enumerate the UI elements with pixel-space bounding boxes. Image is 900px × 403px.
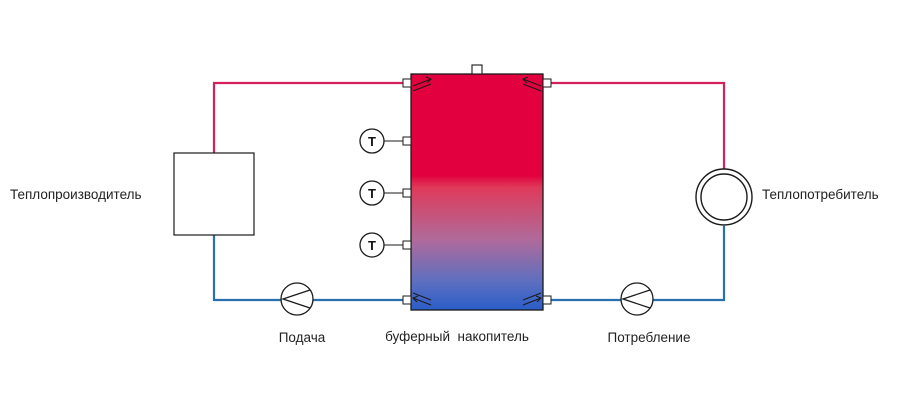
sensor-nozzle-1 (402, 136, 412, 146)
sensor-nozzle-2 (402, 188, 412, 198)
tank-air-vent (471, 64, 483, 75)
hot-pipe-left (212, 81, 404, 153)
tank-nozzle-top-left (402, 78, 412, 88)
heat-producer-label: Теплопроизводитель (10, 187, 142, 202)
cold-pipe-right (550, 226, 726, 302)
flow-marks-top-left (412, 76, 432, 92)
sensor-symbol: T (368, 186, 376, 201)
supply-pump-label: Подача (279, 330, 326, 345)
heat-producer-box (173, 152, 255, 236)
temperature-sensor-icon (359, 180, 385, 206)
flow-marks-bottom-left (412, 292, 432, 306)
flow-marks-top-right (522, 76, 542, 92)
temperature-sensor-icon (359, 232, 385, 258)
sensor-symbol: T (368, 134, 376, 149)
heat-consumer (695, 168, 753, 226)
temperature-sensor-2: T (359, 180, 403, 206)
temperature-sensor-3: T (359, 232, 403, 258)
buffer-tank-label: буферный накопитель (385, 329, 529, 344)
tank-nozzle-bottom-right (542, 295, 552, 305)
consumption-pump-label: Потребление (608, 330, 691, 345)
hot-pipe-right (550, 81, 726, 170)
tank-nozzle-top-right (542, 78, 552, 88)
pump-icon (620, 282, 654, 316)
sensor-nozzle-3 (402, 240, 412, 250)
cold-pipe-left (212, 235, 404, 302)
supply-pump (280, 282, 314, 316)
heat-consumer-label: Теплопотребитель (762, 187, 879, 202)
buffer-tank (410, 73, 544, 311)
heat-consumer-icon (695, 168, 753, 226)
temperature-sensor-1: T (359, 128, 403, 154)
tank-nozzle-bottom-left (402, 295, 412, 305)
pump-icon (280, 282, 314, 316)
sensor-symbol: T (368, 238, 376, 253)
temperature-sensor-icon (359, 128, 385, 154)
consumption-pump (620, 282, 654, 316)
flow-marks-bottom-right (522, 292, 542, 306)
